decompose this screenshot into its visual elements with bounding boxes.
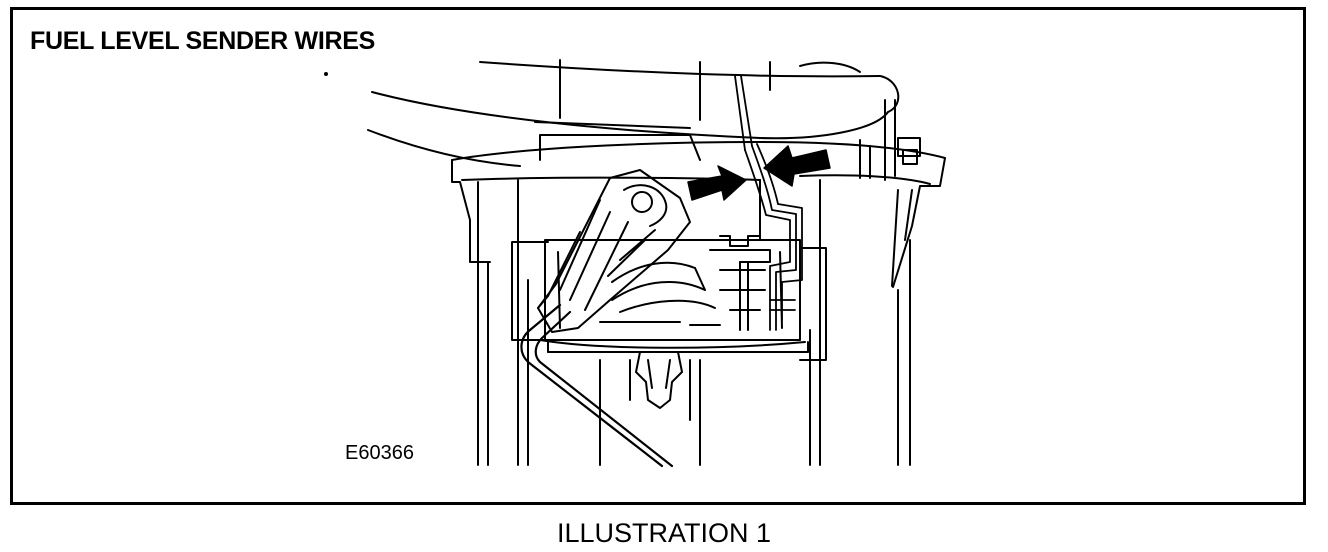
- retaining-clip: [599, 351, 701, 466]
- figure-code: E60366: [345, 442, 414, 464]
- float-arm: [520, 303, 674, 468]
- right-wire-arrow: [763, 145, 831, 187]
- stray-dot: [324, 72, 328, 76]
- figure-caption: ILLUSTRATION 1: [556, 518, 772, 548]
- illustration-frame: [10, 7, 1306, 505]
- sender-housing: [511, 235, 827, 361]
- electrical-connector: [537, 169, 691, 333]
- figure-title: FUEL LEVEL SENDER WIRES: [30, 27, 376, 55]
- module-body: [451, 121, 946, 466]
- left-wire-arrow: [687, 165, 747, 201]
- wire-arrows: [687, 145, 831, 201]
- fuel-hose: [367, 59, 900, 167]
- resistor-card: [611, 261, 716, 313]
- right-bracket: [859, 99, 921, 181]
- sender-wires: [734, 75, 803, 331]
